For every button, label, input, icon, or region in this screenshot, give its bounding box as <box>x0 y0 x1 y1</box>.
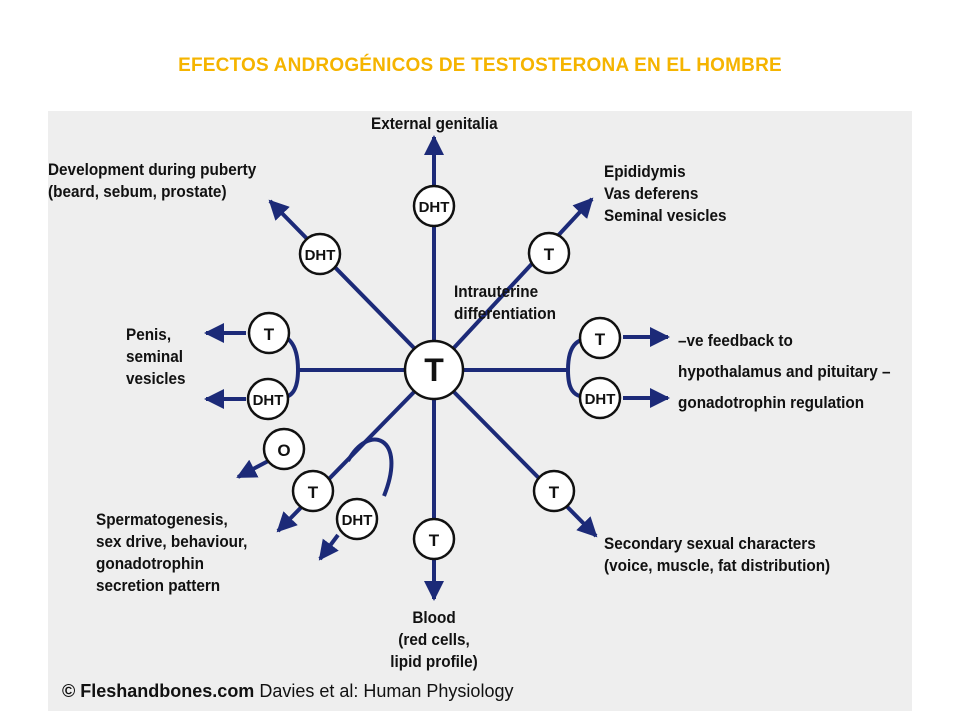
development-line-1: Development during puberty <box>48 160 257 179</box>
secondary-line-2: (voice, muscle, fat distribution) <box>604 556 831 575</box>
penis-line-3: vesicles <box>126 369 186 388</box>
curve-lower-left <box>346 437 394 497</box>
dht-upper-left-circle <box>298 232 342 276</box>
arrow-dht-branch <box>318 533 340 561</box>
dht-top-label: DHT <box>419 199 450 216</box>
feedback-line-2: hypothalamus and pituitary – <box>678 362 891 381</box>
center-node-circle <box>403 339 465 401</box>
t-bottom-label: T <box>429 531 440 550</box>
label-spermatogenesis: Spermatogenesis, sex drive, behaviour, g… <box>96 509 247 597</box>
secondary-line-1: Secondary sexual characters <box>604 534 816 553</box>
label-external-genitalia: External genitalia <box>371 113 498 135</box>
slide-title: EFECTOS ANDROGÉNICOS DE TESTOSTERONA EN … <box>178 55 782 76</box>
connector-lines <box>204 135 670 601</box>
arrow-development-puberty <box>268 199 419 353</box>
epididymis-line-3: Seminal vesicles <box>604 206 727 225</box>
label-epididymis: Epididymis Vas deferens Seminal vesicles <box>604 161 726 227</box>
sperm-line-4: secretion pattern <box>96 576 221 595</box>
sperm-line-1: Spermatogenesis, <box>96 510 228 529</box>
t-upper-right-circle <box>527 231 571 275</box>
intrauterine-line-2: differentiation <box>454 304 557 323</box>
hormone-nodes: T DHT DHT T T DHT T DHT O T DHT T <box>246 184 622 561</box>
o-lower-left-circle <box>262 427 306 471</box>
arrow-epididymis <box>449 197 594 353</box>
t-left-upper-label: T <box>264 325 275 344</box>
t-lower-left-label: T <box>308 483 319 502</box>
external-genitalia-text: External genitalia <box>371 114 498 133</box>
t-bottom-circle <box>412 517 456 561</box>
blood-line-2: (red cells, <box>398 630 470 649</box>
t-right-upper-label: T <box>595 330 606 349</box>
label-blood: Blood (red cells, lipid profile) <box>380 607 488 673</box>
penis-line-2: seminal <box>126 347 183 366</box>
t-upper-right-label: T <box>544 245 555 264</box>
o-lower-left-label: O <box>277 441 290 460</box>
epididymis-line-1: Epididymis <box>604 162 686 181</box>
label-intrauterine: Intrauterine differentiation <box>454 281 556 325</box>
dht-upper-left-label: DHT <box>305 247 336 264</box>
androgen-effects-diagram: T DHT DHT T T DHT T DHT O T DHT T <box>48 111 912 711</box>
arrow-secondary-sexual <box>449 387 598 538</box>
copyright-symbol: © <box>62 681 76 701</box>
copyright-site: Fleshandbones.com <box>80 681 255 701</box>
development-line-2: (beard, sebum, prostate) <box>48 182 227 201</box>
t-lower-right-label: T <box>549 483 560 502</box>
center-node-label: T <box>424 352 444 388</box>
blood-line-1: Blood <box>412 608 456 627</box>
epididymis-line-2: Vas deferens <box>604 184 699 203</box>
label-penis-seminal: Penis, seminal vesicles <box>126 324 186 390</box>
t-lower-left-circle <box>291 469 335 513</box>
t-right-upper-circle <box>578 316 622 360</box>
dht-right-lower-label: DHT <box>585 391 616 408</box>
dht-lower-left-circle <box>335 497 379 541</box>
dht-top-circle <box>412 184 456 228</box>
feedback-line-3: gonadotrophin regulation <box>678 393 865 412</box>
t-left-upper-circle <box>247 311 291 355</box>
penis-line-1: Penis, <box>126 325 172 344</box>
copyright-line: © Fleshandbones.com Davies et al: Human … <box>62 681 513 702</box>
arrow-o-branch <box>236 457 273 479</box>
dht-lower-left-label: DHT <box>342 512 373 529</box>
sperm-line-2: sex drive, behaviour, <box>96 532 248 551</box>
diagram-canvas: T DHT DHT T T DHT T DHT O T DHT T <box>204 135 670 601</box>
blood-line-3: lipid profile) <box>390 652 478 671</box>
label-feedback: –ve feedback to hypothalamus and pituita… <box>678 325 891 418</box>
t-lower-right-circle <box>532 469 576 513</box>
label-development-puberty: Development during puberty (beard, sebum… <box>48 159 256 203</box>
dht-left-lower-circle <box>246 377 290 421</box>
label-secondary-sexual: Secondary sexual characters (voice, musc… <box>604 533 830 577</box>
sperm-line-3: gonadotrophin <box>96 554 204 573</box>
copyright-source: Davies et al: Human Physiology <box>259 681 514 701</box>
dht-right-lower-circle <box>578 376 622 420</box>
intrauterine-line-1: Intrauterine <box>454 282 539 301</box>
dht-left-lower-label: DHT <box>253 392 284 409</box>
feedback-line-1: –ve feedback to <box>678 331 793 350</box>
